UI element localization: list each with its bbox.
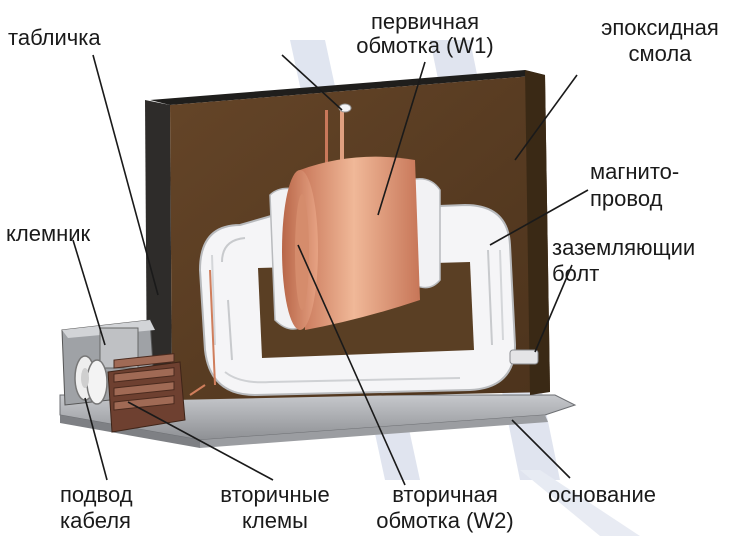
label-epoxy-line1: эпоксидная [601,15,719,40]
label-grounding-bolt-line1: заземляющии [552,235,696,260]
secondary-lead [189,269,216,396]
label-magnetic-core-line2: провод [590,186,663,211]
primary-winding [269,103,441,330]
base-plate [59,394,577,448]
cable-entry [74,355,108,405]
label-base: основание [548,482,656,507]
label-secondary-winding-line1: вторичная [392,482,498,507]
label-plate: табличка [8,25,101,50]
leader-lines [72,54,589,486]
label-grounding-bolt-line2: болт [552,261,600,286]
label-cable-entry-line2: кабеля [60,508,131,533]
label-secondary-terminals-line1: вторичные [220,482,330,507]
grounding-bolt [509,349,539,365]
label-magnetic-core-line1: магнито- [590,159,680,184]
label-terminal-block: клемник [6,221,91,246]
label-epoxy-line2: смола [628,41,692,66]
label-primary-winding-line1: первичная [370,9,480,34]
label-secondary-terminals-line2: клемы [242,508,308,533]
label-secondary-winding-line2: обмотка (W2) [376,508,514,533]
label-primary-winding-line2: обмотка (W1) [356,33,494,58]
label-cable-entry-line1: подвод [60,482,133,507]
secondary-terminals [107,353,186,433]
